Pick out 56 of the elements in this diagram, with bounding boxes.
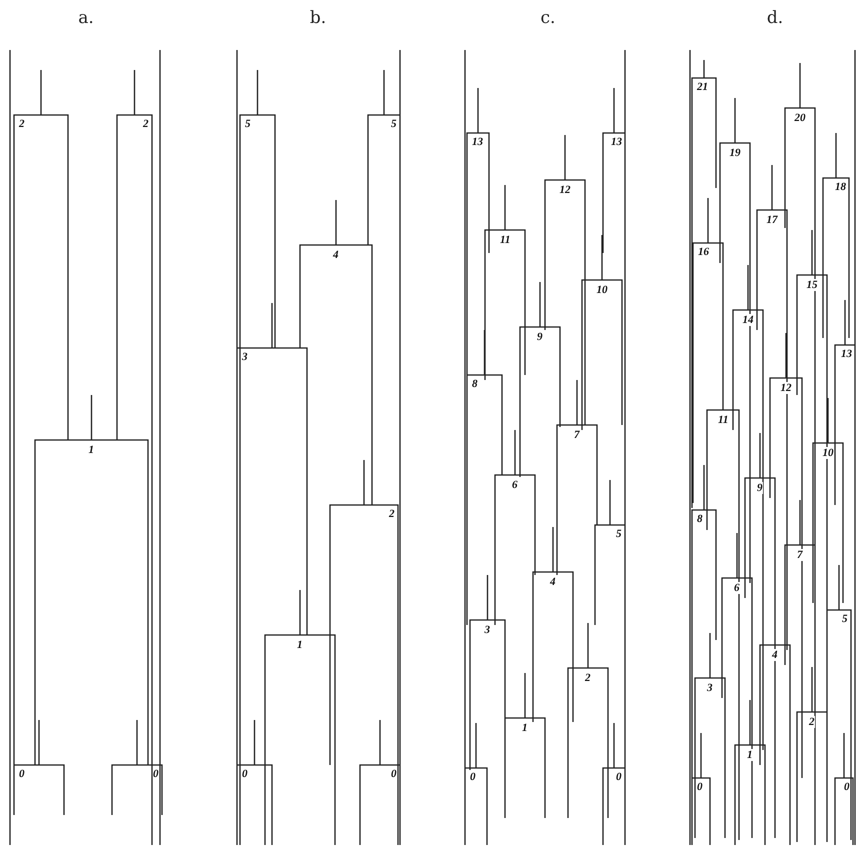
branch-number: 0: [391, 768, 396, 780]
branch-number: 12: [560, 184, 570, 196]
branch-number: 2: [389, 508, 394, 520]
branch-number: 21: [697, 81, 708, 93]
branch-number: 0: [153, 768, 158, 780]
branch-number: 9: [757, 482, 762, 494]
branch-number: 1: [297, 639, 302, 651]
branch-number: 10: [596, 284, 608, 296]
branch-number: 7: [574, 429, 580, 441]
branch-number: 13: [472, 136, 483, 148]
branch-number: 11: [718, 414, 728, 426]
branch-number: 7: [797, 549, 802, 561]
branch-number: 2: [143, 118, 148, 130]
branch-number: 2: [585, 672, 590, 684]
branch-number: 19: [730, 147, 740, 159]
branch-number: 5: [842, 613, 848, 625]
branch-number: 4: [333, 249, 338, 261]
branch-number: 2: [809, 716, 814, 728]
branch-number: 8: [697, 513, 702, 525]
branch-number: 1: [522, 722, 528, 734]
panel-heading: d.: [766, 8, 784, 28]
branch-number: 10: [822, 447, 834, 459]
branch-number: 12: [780, 382, 792, 394]
branch-number: 5: [616, 528, 622, 540]
branch-number: 1: [88, 444, 94, 456]
branch-number: 11: [500, 234, 510, 246]
branch-number: 13: [611, 136, 622, 148]
branch-number: 4: [772, 649, 778, 661]
branch-number: 14: [742, 314, 754, 326]
branch-number: 5: [245, 118, 250, 130]
branch-number: 0: [242, 768, 248, 780]
branch-number: 20: [794, 112, 806, 124]
branch-number: 18: [835, 181, 846, 193]
panel-heading: c.: [540, 8, 556, 28]
branch-number: 3: [242, 351, 248, 363]
branch-number: 6: [734, 582, 740, 594]
panel-heading: b.: [310, 8, 326, 28]
branch-number: 5: [391, 118, 396, 130]
branch-number: 0: [697, 781, 702, 793]
branch-number: 15: [806, 279, 818, 291]
branch-number: 13: [841, 348, 852, 360]
branch-number: 1: [747, 749, 752, 761]
branch-number: 3: [707, 682, 712, 694]
branch-number: 17: [766, 214, 778, 226]
branch-number: 8: [472, 378, 478, 390]
branch-number: 0: [844, 781, 850, 793]
branch-number: 0: [19, 768, 24, 780]
branch-number: 2: [19, 118, 24, 130]
branch-number: 16: [698, 246, 709, 258]
branch-number: 0: [616, 771, 622, 783]
branch-number: 0: [470, 771, 476, 783]
branch-number: 4: [550, 576, 556, 588]
panel-heading: a.: [78, 8, 94, 28]
branch-number: 9: [537, 331, 542, 343]
branch-number: 3: [484, 624, 490, 636]
branch-number: 6: [512, 479, 518, 491]
